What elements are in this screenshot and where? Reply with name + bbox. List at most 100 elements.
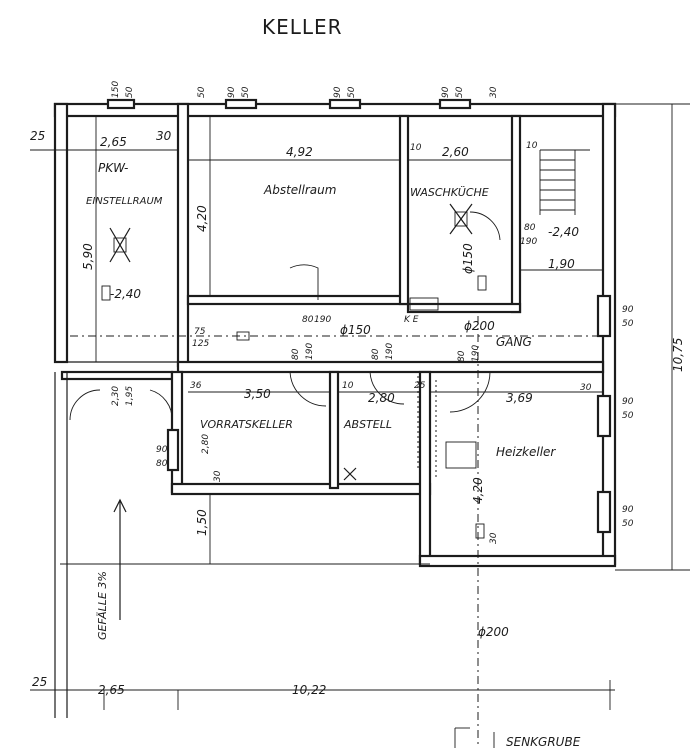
window-right-2 (596, 394, 612, 438)
dim-200-gang: ϕ200 (464, 319, 495, 333)
dim-200-bot: ϕ200 (478, 625, 509, 639)
dim-90-vr: 90 (156, 445, 168, 455)
dim-280-vr: 2,80 (201, 434, 211, 454)
outlet-wk-icon (477, 275, 487, 291)
dim-260: 2,60 (442, 145, 469, 159)
boiler-icon (445, 441, 477, 469)
door-waschkueche (469, 211, 501, 241)
dim-30-heiz2: 30 (489, 532, 499, 544)
room-pkw-label: PKW- (98, 161, 128, 175)
dim-150-wk: ϕ150 (461, 243, 475, 274)
dim-80-a: 80 (524, 223, 536, 233)
window-top-1 (106, 98, 136, 110)
dim-top-30: 30 (489, 86, 499, 98)
dim-190-a: 190 (520, 237, 537, 247)
dim-50-c: 50 (622, 519, 634, 529)
gefaelle-label: GEFÄLLE 3% (96, 571, 109, 640)
dim-50-a: 50 (622, 319, 634, 329)
dim-150-gang: ϕ150 (340, 323, 371, 337)
dim-240-pkw: -2,40 (110, 287, 141, 301)
dim-90-c: 90 (622, 505, 634, 515)
door-vorratskeller (289, 371, 327, 407)
dim-190-e: 190 (305, 343, 315, 360)
room-vorratskeller-label: VORRATSKELLER (200, 418, 293, 431)
dim-30-vr: 30 (213, 470, 223, 482)
interior-walls (106, 98, 617, 568)
wall-abst-wk (398, 114, 410, 306)
dim-top-50-b2: 50 (347, 86, 357, 98)
dim-top-50: 50 (125, 86, 135, 98)
dim-top-50-a: 50 (241, 86, 251, 98)
dim-top-90-b: 90 (333, 86, 343, 98)
outlet-heiz-icon (475, 523, 485, 539)
dim-125: 125 (192, 339, 209, 349)
dim-90-b: 90 (622, 397, 634, 407)
dim-80-vr: 80 (156, 459, 168, 469)
dim-195: 1,95 (125, 386, 135, 406)
dim-top-50-c: 50 (455, 86, 465, 98)
dim-492: 4,92 (286, 145, 313, 159)
room-abstellraum-label: Abstellraum (263, 183, 336, 197)
wall-wk-right (510, 114, 522, 314)
light-waschkueche-icon (449, 203, 473, 235)
room-einstellraum-label: EINSTELLRAUM (86, 196, 163, 207)
dim-80-e: 80 (291, 348, 301, 360)
room-waschkueche-label: WASCHKÜCHE (410, 186, 489, 199)
door-abstellraum (289, 264, 319, 300)
dim-10-abst: 10 (342, 381, 354, 391)
dimension-lines (30, 103, 690, 748)
window-right-1 (596, 294, 612, 338)
slope-arrow-icon (113, 498, 127, 620)
dim-240-wk: -2,40 (548, 225, 579, 239)
dim-230: 2,30 (111, 386, 121, 406)
dim-36: 36 (190, 381, 202, 391)
wall-abstellraum-bottom (186, 294, 408, 306)
dim-30-pkw: 30 (156, 129, 172, 143)
dim-top-50-b: 50 (197, 86, 207, 98)
dim-80-i: 80 (457, 350, 467, 362)
wall-left-garage (53, 102, 69, 364)
wall-gang-bottom (176, 360, 605, 374)
dim-top-90-a: 90 (227, 86, 237, 98)
room-gang-label: GANG (496, 335, 532, 349)
window-top-4 (438, 98, 472, 110)
wall-lower-bottom (170, 482, 432, 496)
fixtures (101, 203, 487, 539)
fan-abstell-icon (343, 467, 357, 481)
dim-25-top: 25 (30, 129, 45, 143)
dim-10-wk: 10 (410, 143, 422, 153)
dim-75: 75 (194, 327, 206, 337)
dim-25-bot: 25 (32, 675, 47, 689)
plan-title: KELLER (262, 15, 343, 39)
room-abstell-label: ABSTELL (343, 418, 392, 431)
door-garage-right (149, 389, 173, 421)
dim-50-b: 50 (622, 411, 634, 421)
dim-350: 3,50 (244, 387, 271, 401)
dim-1075: 10,75 (671, 338, 685, 372)
dim-25-mid: 25 (414, 381, 426, 391)
room-heizkeller-label: Heizkeller (496, 445, 556, 459)
dim-265-top: 2,65 (100, 135, 127, 149)
window-left-vorrat (166, 428, 180, 472)
dim-80-g: 80 (371, 348, 381, 360)
dim-420-abst: 4,20 (195, 205, 209, 232)
dim-150-bot: 1,50 (195, 509, 209, 536)
window-top-3 (328, 98, 362, 110)
light-pkw-icon (109, 227, 131, 263)
wall-garage-inner (176, 102, 190, 368)
dim-369: 3,69 (506, 391, 533, 405)
dim-280: 2,80 (368, 391, 395, 405)
dim-10-stair: 10 (526, 141, 538, 151)
door-garage-left (69, 389, 101, 421)
dim-190-i: 190 (471, 345, 481, 362)
window-top-2 (224, 98, 258, 110)
dim-80-c: 80 (302, 315, 314, 325)
dim-ke: K E (404, 315, 419, 325)
wall-abstell-heiz (418, 370, 432, 566)
dim-190-g: 190 (385, 343, 395, 360)
dim-top-90-c: 90 (441, 86, 451, 98)
wall-wk-bottom (406, 302, 522, 314)
staircase (539, 149, 590, 215)
wall-vorrat-abstell (328, 370, 340, 490)
